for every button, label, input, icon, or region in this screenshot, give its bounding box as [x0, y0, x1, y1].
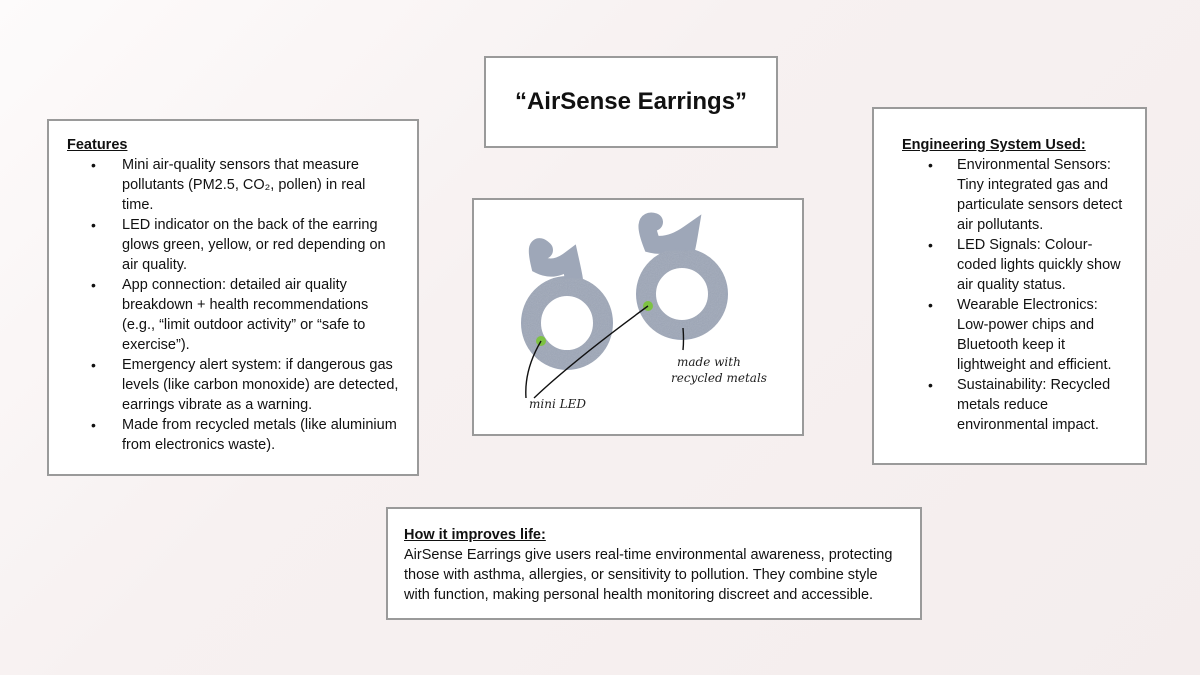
engineering-text: Sustainability: Recycled metals reduce e… — [957, 377, 1111, 433]
earring-sketch-drawing: mini LED made with recycled metals — [521, 212, 767, 411]
pointer-line — [533, 305, 649, 399]
page-title: “AirSense Earrings” — [514, 88, 748, 115]
bullet-icon: • — [91, 357, 96, 373]
sketch-label-metal-2: recycled metals — [671, 371, 767, 385]
engineering-text: Environmental Sensors: Tiny integrated g… — [957, 157, 1123, 233]
list-item: • Wearable Electronics: Low-power chips a… — [902, 295, 1127, 375]
list-item: • LED Signals: Colour-coded lights quickl… — [902, 235, 1127, 295]
bullet-icon: • — [928, 297, 933, 313]
feature-text: App connection: detailed air quality bre… — [122, 277, 369, 353]
life-body: AirSense Earrings give users real-time e… — [404, 547, 893, 603]
feature-text: LED indicator on the back of the earring… — [122, 217, 386, 273]
bullet-icon: • — [928, 157, 933, 173]
pointer-line — [682, 327, 685, 351]
bullet-icon: • — [928, 237, 933, 253]
list-item: • Mini air-quality sensors that measure p… — [67, 155, 399, 215]
sketch-label-metal-1: made with — [677, 355, 741, 369]
list-item: • Emergency alert system: if dangerous ga… — [67, 355, 399, 415]
engineering-box: Engineering System Used: • Environmental … — [872, 107, 1147, 465]
earring-sketch: mini LED made with recycled metals — [472, 198, 804, 436]
right-earring — [636, 212, 728, 340]
life-heading: How it improves life: — [404, 527, 546, 543]
feature-text: Emergency alert system: if dangerous gas… — [122, 357, 399, 413]
feature-text: Made from recycled metals (like aluminiu… — [122, 417, 397, 453]
features-heading: Features — [67, 137, 128, 153]
engineering-list: • Environmental Sensors: Tiny integrated … — [902, 155, 1127, 435]
feature-text: Mini air-quality sensors that measure po… — [122, 157, 366, 213]
engineering-heading: Engineering System Used: — [902, 137, 1086, 153]
features-box: Features • Mini air-quality sensors that … — [47, 119, 419, 476]
engineering-text: LED Signals: Colour-coded lights quickly… — [957, 237, 1121, 293]
pointer-line — [525, 340, 542, 399]
left-earring — [521, 238, 613, 370]
title-box: “AirSense Earrings” — [484, 56, 778, 148]
bullet-icon: • — [928, 377, 933, 393]
sketch-label-led: mini LED — [529, 397, 586, 411]
life-box: How it improves life: AirSense Earrings … — [386, 507, 922, 620]
features-list: • Mini air-quality sensors that measure p… — [67, 155, 399, 455]
list-item: • LED indicator on the back of the earrin… — [67, 215, 399, 275]
bullet-icon: • — [91, 157, 96, 173]
list-item: • Sustainability: Recycled metals reduce … — [902, 375, 1127, 435]
engineering-text: Wearable Electronics: Low-power chips an… — [957, 297, 1112, 373]
bullet-icon: • — [91, 277, 96, 293]
list-item: • App connection: detailed air quality br… — [67, 275, 399, 355]
bullet-icon: • — [91, 417, 96, 433]
list-item: • Environmental Sensors: Tiny integrated … — [902, 155, 1127, 235]
list-item: • Made from recycled metals (like alumini… — [67, 415, 399, 455]
bullet-icon: • — [91, 217, 96, 233]
